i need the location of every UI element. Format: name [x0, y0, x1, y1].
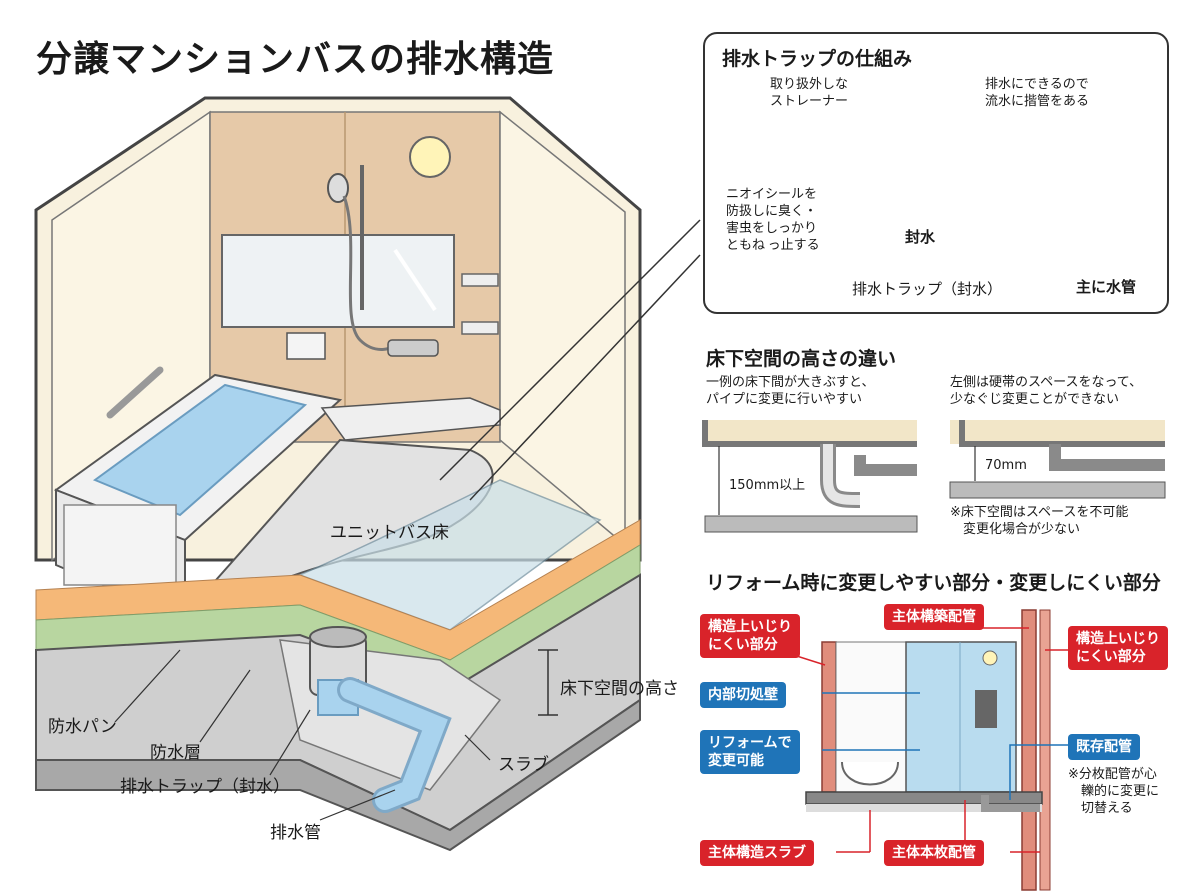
reform-section-title: リフォーム時に変更しやすい部分・変更しにくい部分	[706, 572, 1161, 594]
unit-floor-label: ユニットバス床	[330, 523, 449, 543]
seal-label: 封水	[905, 228, 936, 246]
tag-reform-changeable: リフォームで 変更可能	[700, 730, 800, 774]
trap-box-title: 排水トラップの仕組み	[722, 48, 913, 70]
height-left-dim: 150mm以上	[729, 478, 806, 493]
height-right-desc: 左側は硬帯のスペースをなって、 少なぐじ変更ことができない	[950, 375, 1143, 407]
tag-main-pipe-top: 主体構築配管	[884, 604, 984, 630]
tag-inner-wall: 内部切処壁	[700, 682, 786, 708]
seal-note: ニオイシールを 防扱しに臭く・ 害虫をしっかり ともね っ止する	[726, 187, 820, 253]
strainer-note: 取り扱外しな ストレーナー	[770, 77, 849, 109]
tag-structural-left: 構造上いじり にくい部分	[700, 614, 800, 658]
trap-caption: 排水トラップ（封水）	[852, 280, 1003, 298]
height-section-title: 床下空間の高さの違い	[706, 348, 897, 370]
waterproof-pan-label: 防水パン	[48, 717, 117, 737]
trap-box	[703, 32, 1169, 314]
height-diagrams	[702, 420, 1166, 533]
reform-diagram	[761, 609, 1070, 891]
height-right-dim: 70mm	[985, 458, 1027, 473]
tag-structural-right: 構造上いじり にくい部分	[1068, 626, 1168, 670]
waterproof-layer-label: 防水層	[150, 743, 201, 763]
existing-pipe-note: ※分枚配管が心 轢的に変更に 切替える	[1068, 767, 1160, 816]
page-title: 分譲マンションバスの排水構造	[36, 39, 555, 80]
drain-pipe-label: 排水管	[270, 823, 321, 843]
floor-height-label: 床下空間の高さ	[560, 679, 679, 699]
height-left-desc: 一例の床下間が大きぶすと、 パイプに変更に行いやすい	[706, 375, 875, 407]
flow-note: 排水にできるので 流水に揩管をある	[985, 77, 1090, 109]
height-right-note: ※床下空間はスペースを不可能 変更化場合が少ない	[950, 505, 1129, 537]
main-pipe-label: 主に水管	[1076, 278, 1137, 296]
drain-trap-label: 排水トラップ（封水）	[120, 777, 290, 797]
tag-structural-slab: 主体構造スラブ	[700, 840, 814, 866]
slab-label: スラブ	[498, 755, 549, 775]
tag-existing-pipe: 既存配管	[1068, 734, 1140, 760]
tag-main-pipe-bottom: 主体本枚配管	[884, 840, 984, 866]
bathroom-cutaway	[34, 96, 701, 852]
